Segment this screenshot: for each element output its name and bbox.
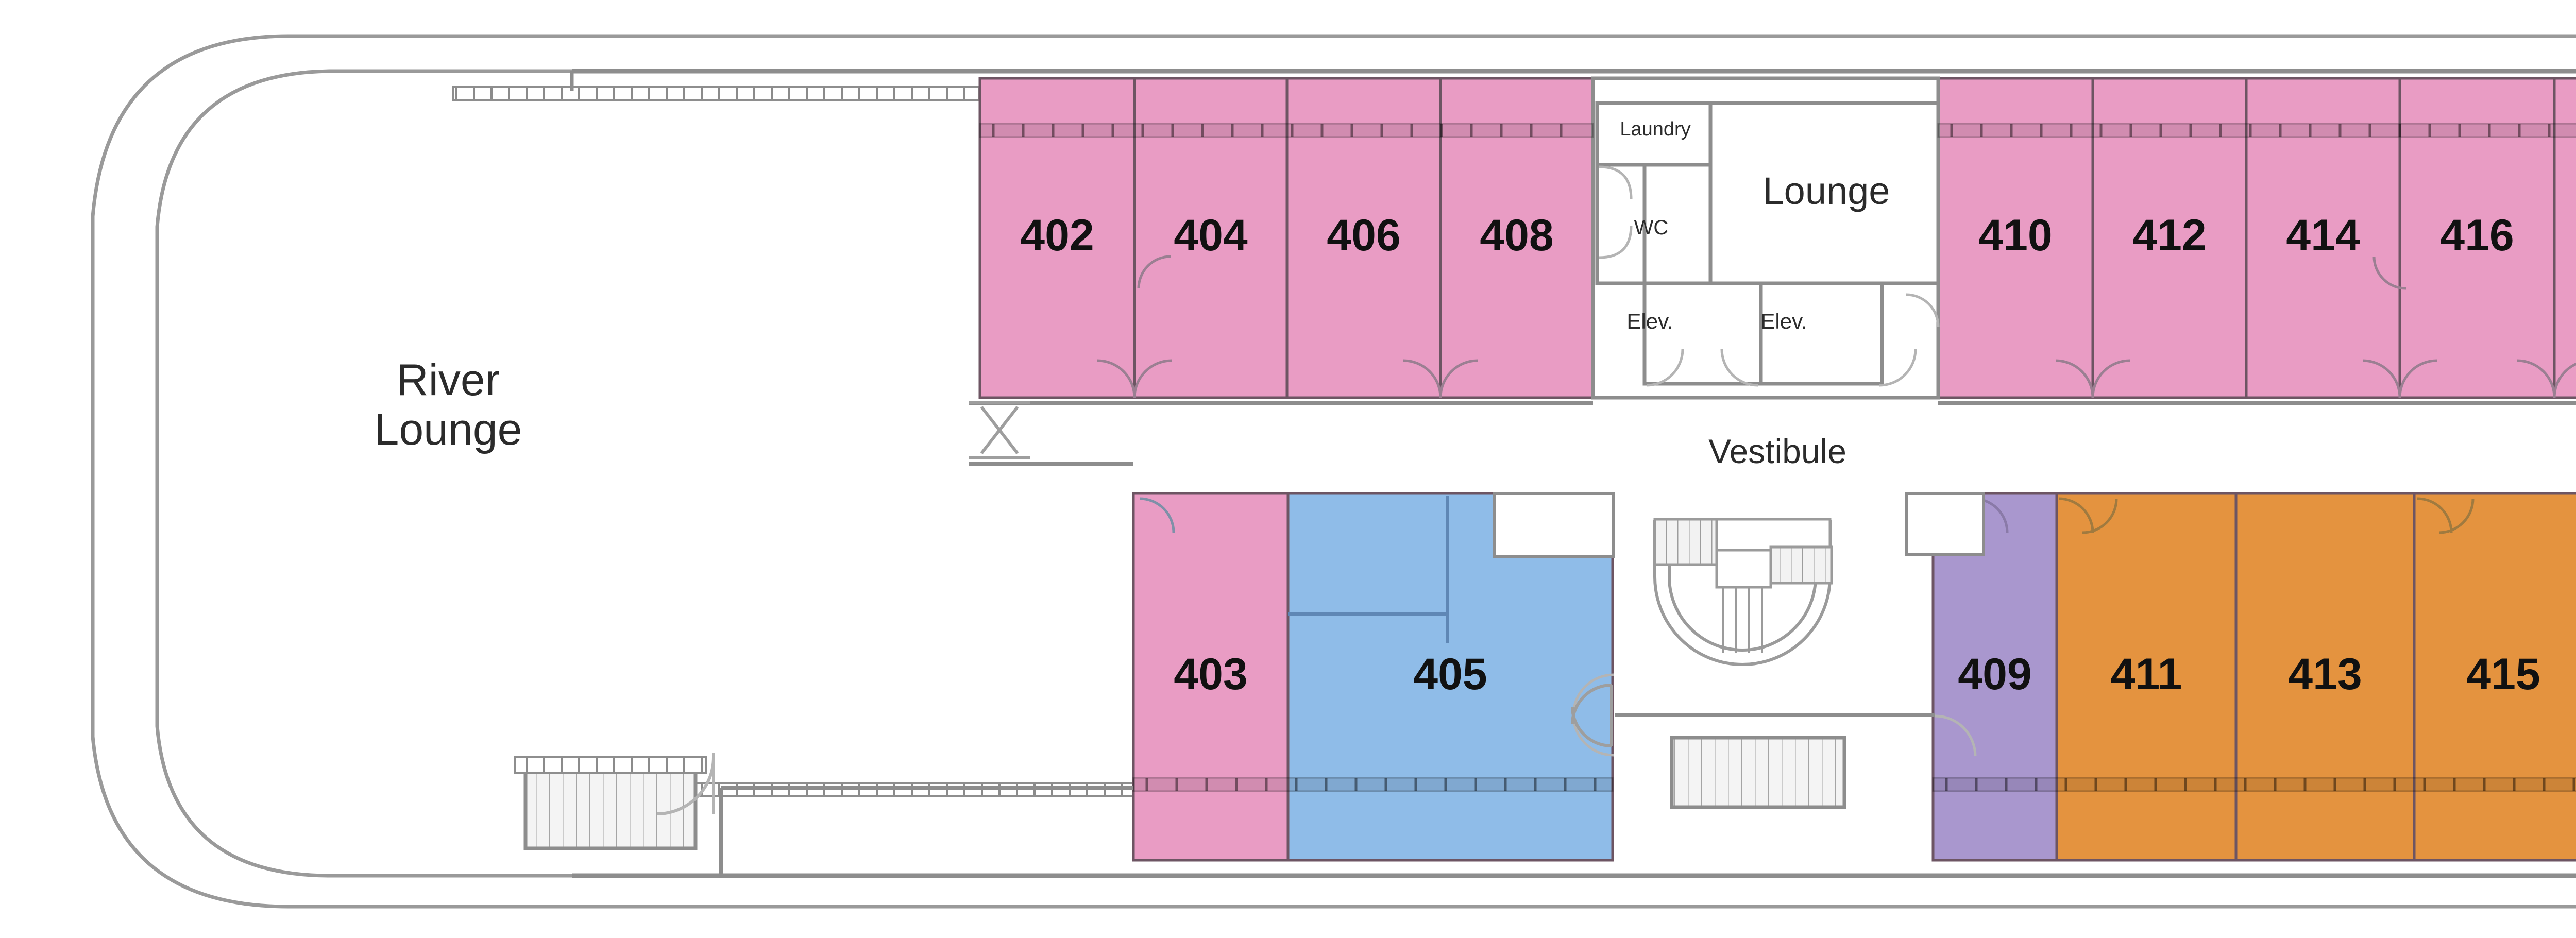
service-label-elev-1: Elev.: [1626, 309, 1673, 333]
corridor-walls: [969, 401, 2576, 466]
laundry-room: [1595, 101, 1713, 167]
cabin-row-upper-port: [978, 77, 1595, 399]
cabin-404[interactable]: [1133, 77, 1289, 399]
superstructure-walls: [572, 69, 2576, 878]
lounge-room: [1708, 101, 1940, 285]
cabin-410[interactable]: [1937, 77, 2094, 399]
cabin-418[interactable]: [2553, 77, 2576, 399]
cabin-409-notch: [1905, 492, 1985, 556]
door-arcs-core: [1599, 165, 1940, 387]
cabin-number-411: 411: [2110, 649, 2182, 699]
cabin-door-arcs-upper: [1097, 255, 2576, 398]
cabin-number-405: 405: [1413, 649, 1487, 699]
window-band-lower-starboard: [1932, 777, 2576, 792]
side-door-arcs: [1571, 684, 1613, 747]
cabin-416[interactable]: [2398, 77, 2556, 399]
window-band-lower-port: [1132, 777, 1614, 792]
cabin-403[interactable]: [1132, 492, 1290, 862]
elevator-1: [1642, 281, 1763, 386]
cabin-number-413: 413: [2288, 649, 2362, 699]
elevator-2: [1759, 281, 1884, 386]
cabin-408[interactable]: [1439, 77, 1595, 399]
cabin-406[interactable]: [1285, 77, 1442, 399]
cabin-number-404: 404: [1174, 210, 1248, 260]
cabin-415[interactable]: [2413, 492, 2576, 862]
cabin-number-408: 408: [1480, 210, 1554, 260]
window-band-upper-starboard: [1937, 123, 2576, 138]
cabin-row-lower-starboard: [1931, 492, 2576, 862]
spiral-stair-vestibule: [1653, 518, 1833, 666]
cabin-405-partitions: [1288, 496, 1449, 643]
room-label-river-lounge: River Lounge: [374, 355, 522, 455]
cabins-layer: [978, 77, 2576, 862]
cabin-number-403: 403: [1174, 649, 1248, 699]
room-label-lounge: Lounge: [1762, 169, 1890, 212]
cabin-number-414: 414: [2286, 210, 2360, 260]
lower-promenade-walls: [719, 786, 1133, 876]
core-corridor: [1595, 163, 1647, 285]
cabin-number-402: 402: [1020, 210, 1094, 260]
cabin-412[interactable]: [2091, 77, 2248, 399]
cabin-row-upper-starboard: [1937, 77, 2576, 399]
forward-door-arc: [656, 753, 715, 815]
service-label-elev-2: Elev.: [1760, 309, 1807, 333]
watertight-door-port: [969, 401, 1030, 459]
service-label-laundry: Laundry: [1620, 118, 1691, 140]
cabin-number-416: 416: [2440, 210, 2514, 260]
cabin-number-406: 406: [1327, 210, 1401, 260]
service-core: [1591, 76, 1940, 400]
hull-outline: [91, 34, 2576, 909]
cabin-411[interactable]: [2055, 492, 2238, 862]
cabin-402[interactable]: [978, 77, 1136, 399]
cabin-number-412: 412: [2132, 210, 2207, 260]
window-ticks-layer: [979, 123, 2576, 792]
room-label-vestibule: Vestibule: [1708, 432, 1846, 470]
service-label-wc: WC: [1634, 216, 1669, 239]
cabin-number-415: 415: [2466, 649, 2540, 699]
cabin-door-arcs-lower-starboard: [2058, 497, 2475, 534]
cabin-number-409: 409: [1958, 649, 2032, 699]
window-band-upper-port: [979, 123, 1594, 138]
stairs-forward-lower: [514, 756, 707, 850]
cabin-413[interactable]: [2234, 492, 2416, 862]
cabin-number-418: 418: [2554, 213, 2576, 258]
cabin-number-410: 410: [1978, 210, 2053, 260]
stairs-vestibule: [1670, 736, 1846, 809]
cabin-405-notch: [1493, 492, 1615, 558]
cabin-row-lower-port: [1132, 492, 1614, 862]
